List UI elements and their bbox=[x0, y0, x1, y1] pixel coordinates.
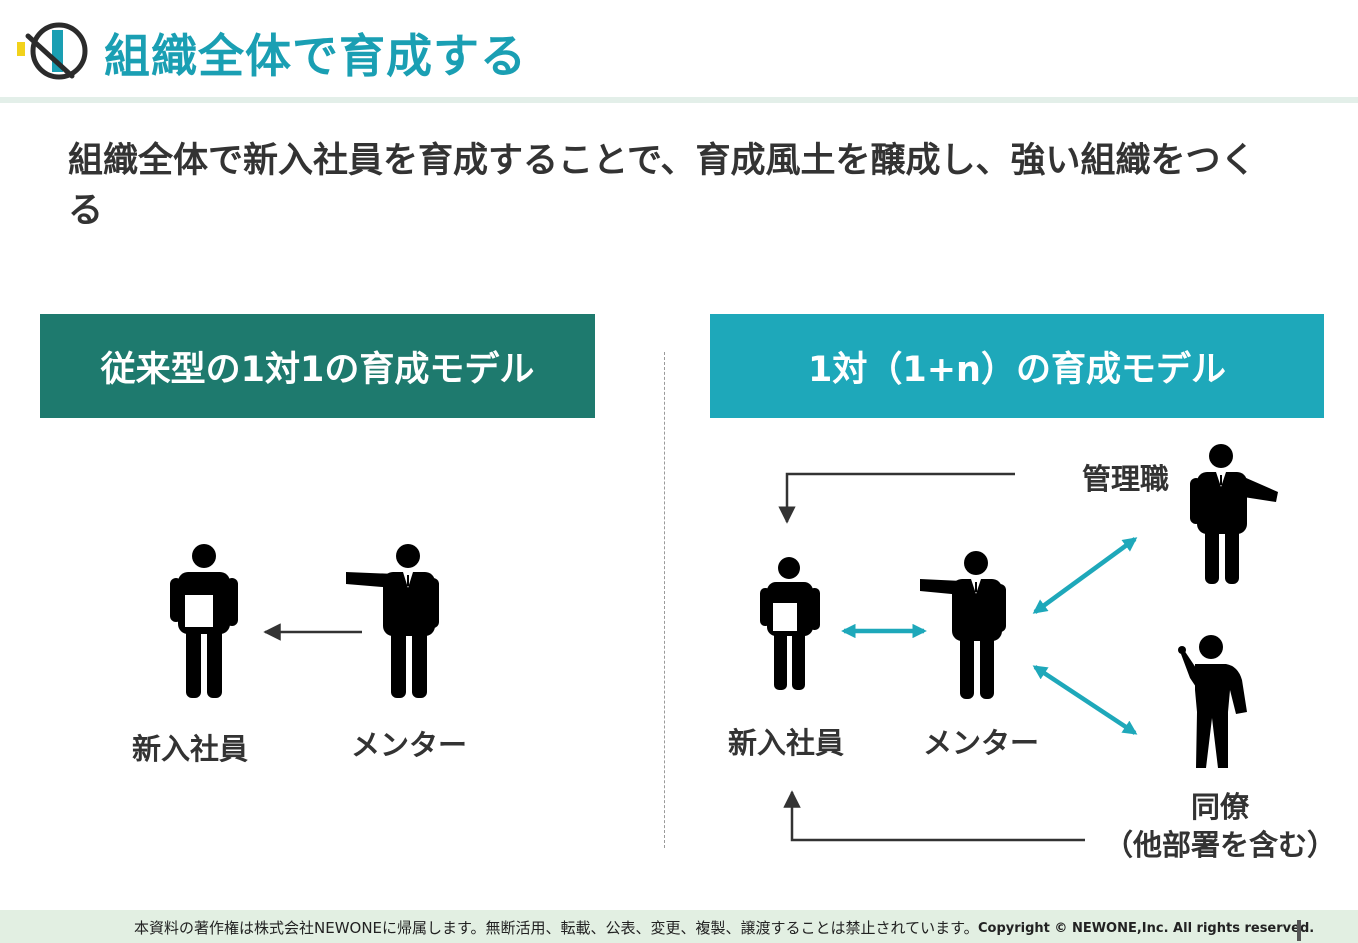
new-model-heading: 1対（1+n）の育成モデル bbox=[710, 314, 1324, 418]
manager-figure bbox=[1190, 444, 1278, 584]
copyright-notice: 本資料の著作権は株式会社NEWONEに帰属します。無断活用、転載、公表、変更、複… bbox=[134, 919, 979, 937]
title-underline bbox=[0, 97, 1358, 103]
traditional-model-heading: 従来型の1対1の育成モデル bbox=[40, 314, 595, 418]
panel-divider bbox=[664, 352, 665, 848]
newcomer-label-right: 新入社員 bbox=[728, 726, 845, 760]
colleague-label: 同僚 bbox=[1190, 790, 1249, 824]
newone-logo bbox=[17, 22, 88, 80]
new-model-heading-text: 1対（1+n）の育成モデル bbox=[808, 349, 1226, 390]
manager-label: 管理職 bbox=[1082, 462, 1170, 496]
traditional-model-heading-text: 従来型の1対1の育成モデル bbox=[100, 349, 535, 390]
mentor-colleague-arrow bbox=[1032, 665, 1138, 735]
mentor-label-left: メンター bbox=[351, 728, 468, 762]
mentor-figure-left bbox=[346, 544, 439, 698]
newcomer-label-left: 新入社員 bbox=[132, 732, 249, 766]
newcomer-figure-right bbox=[760, 557, 820, 690]
mentor-manager-arrow bbox=[1032, 537, 1138, 614]
headline-message: 組織全体で新入社員を育成することで、育成風土を醸成し、強い組織をつくる bbox=[68, 141, 1256, 231]
footer-bar bbox=[0, 910, 1358, 943]
colleague-figure bbox=[1178, 635, 1247, 768]
page-title: 組織全体で育成する bbox=[104, 29, 527, 83]
manager-feedback-arrow bbox=[778, 472, 1015, 524]
mentor-label-right: メンター bbox=[923, 726, 1040, 760]
mentor-figure-right bbox=[920, 551, 1006, 699]
copyright-line: Copyright © NEWONE,Inc. All rights reser… bbox=[978, 921, 1315, 936]
newcomer-figure-left bbox=[170, 544, 238, 698]
colleague-feedback-arrow bbox=[783, 790, 1085, 842]
colleague-sub-label: （他部署を含む） bbox=[1103, 828, 1336, 862]
page-marker bbox=[1297, 920, 1301, 941]
